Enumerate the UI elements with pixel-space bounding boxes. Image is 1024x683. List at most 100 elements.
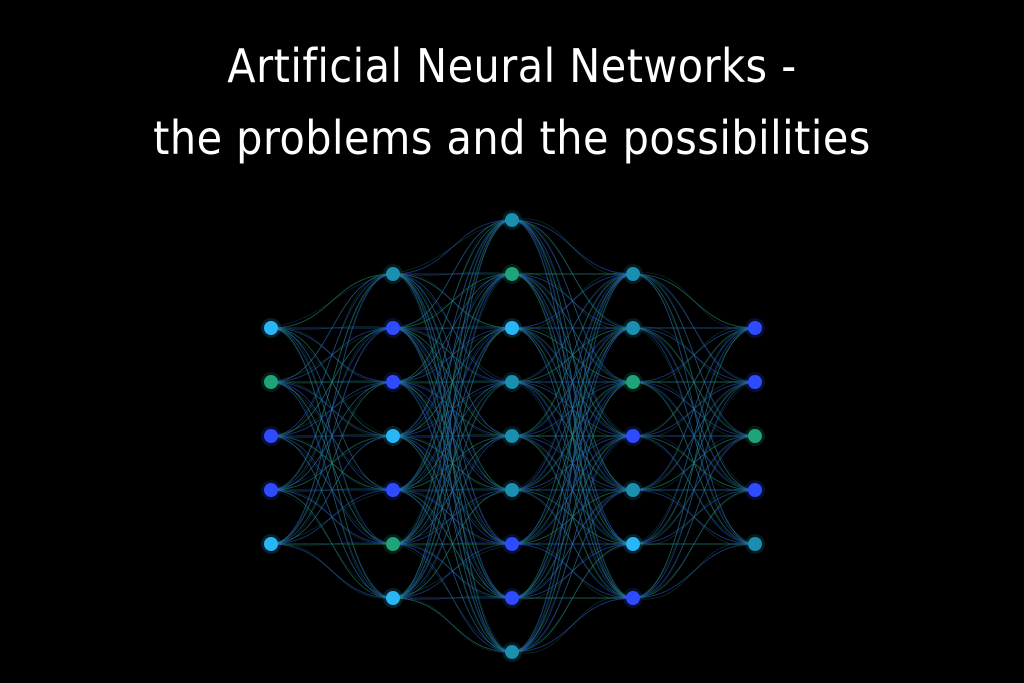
node-hidden-layer-3-4 [626,483,640,497]
edge-l1-n6-to-n5 [392,489,513,599]
edge-strand-l2-n8-to-n2 [511,381,634,653]
edge-l3-n6-to-n4 [632,543,756,599]
edge-strand-l3-n0-to-n0 [632,272,756,330]
edge-strand-l1-n3-to-n0 [392,219,513,437]
edge-strand-l0-n4-to-n0 [270,273,394,545]
edge-l0-n2-to-n0 [270,273,394,437]
edge-l0-n4-to-n4 [270,489,394,545]
node-hidden-layer-2-7 [505,591,519,605]
node-output-layer-0 [748,321,762,335]
edge-strand-l2-n8-to-n4 [511,489,634,653]
node-hidden-layer-3-0 [626,267,640,281]
edge-l3-n0-to-n0 [632,273,756,329]
node-input-layer-0 [264,321,278,335]
node-input-layer-2 [264,429,278,443]
network-edges [270,218,756,654]
edge-l3-n3-to-n0 [632,327,756,437]
edge-l1-n6-to-n4 [392,435,513,599]
edge-strand-l1-n4-to-n0 [392,219,513,491]
edge-l1-n6-to-n8 [392,597,513,653]
edge-l2-n8-to-n4 [511,489,634,653]
edge-l1-n1-to-n0 [392,219,513,329]
edge-strand-l2-n4-to-n0 [511,273,634,437]
node-hidden-layer-3-2 [626,375,640,389]
edge-strand-l1-n6-to-n2 [392,327,513,599]
edge-strand-l3-n6-to-n0 [632,327,756,599]
node-hidden-layer-3-3 [626,429,640,443]
edge-l3-n6-to-n1 [632,381,756,599]
title-line-2: the problems and the possibilities [153,111,871,165]
node-input-layer-4 [264,537,278,551]
edge-l3-n4-to-n0 [632,327,756,491]
edge-l0-n3-to-n0 [270,273,394,491]
node-hidden-layer-2-6 [505,537,519,551]
node-hidden-layer-2-5 [505,483,519,497]
node-output-layer-2 [748,429,762,443]
edge-l2-n8-to-n5 [511,543,634,653]
edge-l3-n6-to-n2 [632,435,756,599]
node-output-layer-3 [748,483,762,497]
node-output-layer-4 [748,537,762,551]
edge-l2-n7-to-n0 [511,273,634,599]
edge-l3-n6-to-n3 [632,489,756,599]
edge-strand-l3-n2-to-n0 [632,326,756,384]
edge-strand-l1-n0-to-n0 [392,219,513,275]
edge-l2-n8-to-n2 [511,381,634,653]
edge-strand-l3-n6-to-n3 [632,489,756,599]
edge-l0-n4-to-n6 [270,543,394,599]
edge-strand-l3-n4-to-n0 [632,327,756,491]
edge-strand-l3-n6-to-n1 [632,381,756,599]
edge-strand-l1-n6-to-n0 [392,219,513,599]
edge-l0-n4-to-n1 [270,327,394,545]
edge-strand-l0-n4-to-n1 [270,327,394,545]
edge-strand-l1-n6-to-n1 [392,273,513,599]
edge-strand-l1-n6-to-n4 [392,435,513,599]
edge-strand-l1-n6-to-n7 [392,596,513,600]
edge-strand-l1-n2-to-n0 [392,219,513,383]
edge-strand-l0-n3-to-n0 [270,273,394,491]
edge-strand-l0-n4-to-n3 [270,435,394,545]
node-hidden-layer-2-8 [505,645,519,659]
edge-strand-l0-n4-to-n2 [270,381,394,545]
edge-strand-l0-n4-to-n4 [270,489,394,545]
network-nodes [261,210,765,662]
node-hidden-layer-1-1 [386,321,400,335]
edge-l1-n6-to-n0 [392,219,513,599]
node-hidden-layer-1-6 [386,591,400,605]
edge-l2-n0-to-n0 [511,219,634,275]
node-hidden-layer-1-3 [386,429,400,443]
node-hidden-layer-2-4 [505,429,519,443]
edge-l3-n5-to-n0 [632,327,756,545]
edge-l2-n6-to-n0 [511,273,634,545]
node-hidden-layer-3-1 [626,321,640,335]
edge-strand-l2-n0-to-n0 [511,218,634,276]
edge-l2-n8-to-n3 [511,435,634,653]
edge-l0-n4-to-n2 [270,381,394,545]
node-hidden-layer-2-2 [505,321,519,335]
node-hidden-layer-3-5 [626,537,640,551]
edge-strand-l1-n1-to-n0 [392,219,513,329]
edge-strand-l2-n8-to-n3 [511,435,634,653]
edge-strand-l0-n1-to-n0 [270,273,394,383]
edge-l1-n6-to-n6 [392,543,513,599]
edge-l1-n6-to-n3 [392,381,513,599]
edge-l0-n1-to-n0 [270,273,394,383]
edge-strand-l3-n6-to-n2 [632,435,756,599]
node-hidden-layer-1-0 [386,267,400,281]
edge-strand-l2-n6-to-n0 [511,273,634,545]
edge-strand-l2-n8-to-n5 [511,543,634,653]
edge-strand-l3-n3-to-n0 [632,327,756,437]
edge-l2-n2-to-n0 [511,273,634,329]
edge-strand-l0-n4-to-n5 [270,542,394,546]
edge-l0-n0-to-n0 [270,273,394,329]
edge-l2-n5-to-n0 [511,273,634,491]
edge-l1-n5-to-n0 [392,219,513,545]
edge-l2-n8-to-n1 [511,327,634,653]
edge-strand-l0-n2-to-n0 [270,273,394,437]
page-title: Artificial Neural Networks - the problem… [0,30,1024,174]
edge-l1-n6-to-n1 [392,273,513,599]
edge-l2-n8-to-n6 [511,597,634,653]
edge-strand-l3-n6-to-n4 [632,542,756,600]
edge-strand-l1-n6-to-n5 [392,489,513,599]
